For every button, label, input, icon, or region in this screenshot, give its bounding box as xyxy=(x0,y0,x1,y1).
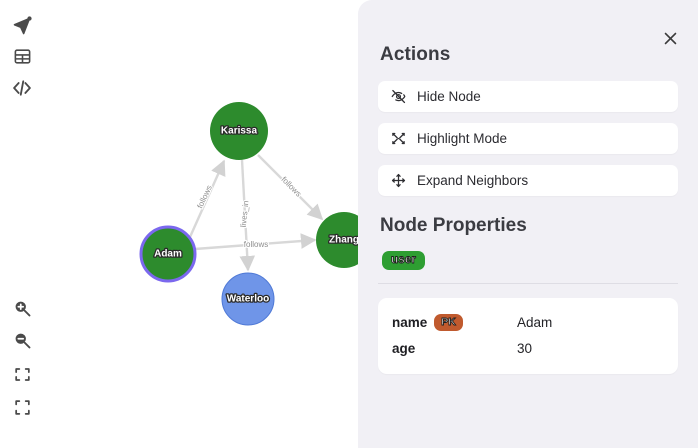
table-view-icon[interactable] xyxy=(6,40,38,72)
details-panel: Actions Hide Node xyxy=(358,0,698,448)
hide-node-button[interactable]: Hide Node xyxy=(378,81,678,112)
graph-node-waterloo[interactable]: Waterloo xyxy=(221,272,275,326)
close-icon[interactable] xyxy=(656,24,684,52)
graph-edges xyxy=(188,154,324,272)
expand-neighbors-label: Expand Neighbors xyxy=(417,173,529,188)
edge-label: lives_in xyxy=(239,200,251,227)
property-value: 30 xyxy=(517,340,533,356)
pk-badge: PK xyxy=(434,313,463,331)
actions-list: Hide Node Highlight Mode xyxy=(378,81,678,196)
left-toolbar xyxy=(0,0,44,448)
edge-adam-zhang[interactable] xyxy=(194,233,317,251)
edge-label: follows xyxy=(279,175,303,199)
highlight-icon xyxy=(391,131,406,146)
fit-view-icon[interactable] xyxy=(6,358,38,390)
property-key-label: name xyxy=(392,314,428,330)
zoom-in-icon[interactable] xyxy=(6,292,38,324)
section-divider xyxy=(378,283,678,284)
highlight-mode-label: Highlight Mode xyxy=(417,131,508,146)
edge-adam-karissa[interactable] xyxy=(188,159,226,238)
table-row: name PK Adam xyxy=(392,309,664,335)
node-label: Waterloo xyxy=(227,294,269,305)
node-label: Zhang xyxy=(329,235,359,246)
eye-off-icon xyxy=(391,89,406,104)
code-view-icon[interactable] xyxy=(6,72,38,104)
fullscreen-icon[interactable] xyxy=(6,391,38,423)
node-label: Karissa xyxy=(221,126,258,137)
graph-view-icon[interactable] xyxy=(6,10,38,42)
property-key: age xyxy=(392,341,517,356)
graph-nodes: Karissa Adam Zhang Waterloo xyxy=(139,102,372,326)
node-label: Adam xyxy=(154,249,182,260)
highlight-mode-button[interactable]: Highlight Mode xyxy=(378,123,678,154)
edge-karissa-waterloo[interactable] xyxy=(239,159,256,272)
edge-label: follows xyxy=(195,184,213,210)
property-key: name PK xyxy=(392,313,517,331)
table-row: age 30 xyxy=(392,335,664,361)
edge-karissa-zhang[interactable] xyxy=(257,154,324,221)
page-title: Actions xyxy=(380,44,451,65)
graph-svg[interactable]: follows follows lives_in follows Karissa… xyxy=(44,0,698,448)
edge-label: follows xyxy=(244,240,268,249)
expand-arrows-icon xyxy=(391,173,406,188)
hide-node-label: Hide Node xyxy=(417,89,481,104)
graph-node-adam[interactable]: Adam xyxy=(139,225,197,283)
property-value: Adam xyxy=(517,314,553,330)
node-properties-title: Node Properties xyxy=(380,215,527,236)
property-key-label: age xyxy=(392,340,416,356)
graph-node-karissa[interactable]: Karissa xyxy=(210,102,268,160)
node-type-row: user xyxy=(378,250,678,270)
zoom-out-icon[interactable] xyxy=(6,324,38,356)
node-type-badge[interactable]: user xyxy=(382,251,426,270)
expand-neighbors-button[interactable]: Expand Neighbors xyxy=(378,165,678,196)
properties-table: name PK Adam age 30 xyxy=(378,298,678,374)
